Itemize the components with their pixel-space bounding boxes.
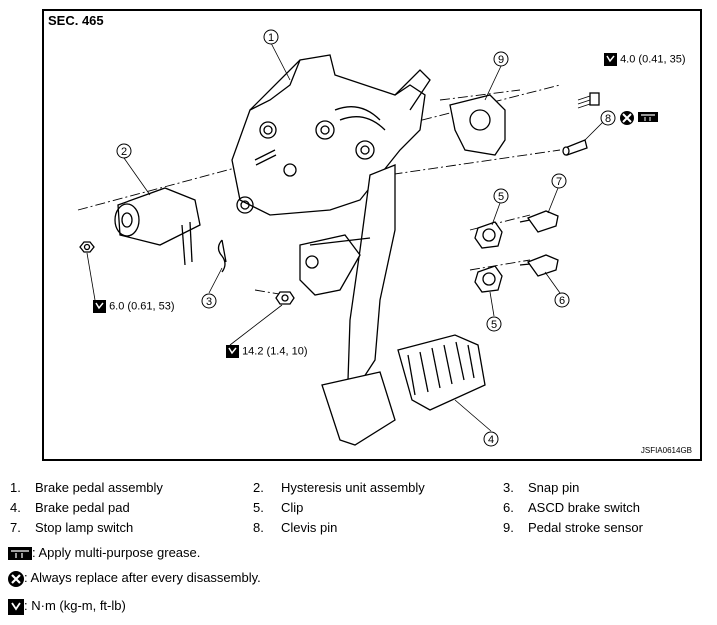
torque-wrench-icon — [226, 345, 239, 358]
torque-tag-hysteresis-nut: 6.0 (0.61, 53) — [93, 300, 175, 313]
clip-upper — [474, 221, 503, 249]
svg-text:3: 3 — [206, 296, 212, 308]
clip-lower — [474, 265, 503, 293]
ascd-brake-switch — [519, 254, 559, 277]
callout-8: 8 — [600, 110, 616, 126]
svg-text:8: 8 — [605, 113, 611, 125]
svg-text:5: 5 — [498, 191, 504, 203]
svg-text:9: 9 — [498, 54, 504, 66]
callout-9: 9 — [493, 51, 509, 67]
callout-3: 3 — [201, 293, 217, 309]
grease-icon — [8, 547, 32, 561]
note-torque: : N·m (kg-m, ft-lb) — [8, 598, 126, 615]
stop-lamp-switch — [519, 210, 559, 233]
sensor-bolt — [577, 92, 600, 109]
callout-2: 2 — [116, 143, 132, 159]
svg-text:4: 4 — [488, 434, 494, 446]
section-label: SEC. 465 — [48, 13, 104, 28]
grease-icon — [638, 112, 658, 122]
callout-6: 6 — [554, 292, 570, 308]
hysteresis-nut — [79, 241, 95, 253]
replace-icon — [620, 111, 634, 125]
torque-value-pedal-nut: 14.2 (1.4, 10) — [242, 345, 308, 358]
note-replace: : Always replace after every disassembly… — [8, 570, 261, 587]
torque-value-sensor-bolt: 4.0 (0.41, 35) — [620, 53, 686, 66]
callout-7: 7 — [551, 173, 567, 189]
callout-leaders — [86, 42, 608, 432]
note-grease: : Apply multi-purpose grease. — [8, 545, 200, 561]
pedal-stroke-sensor — [449, 94, 506, 156]
svg-text:1: 1 — [268, 32, 274, 44]
brake-pedal-pad — [397, 334, 486, 411]
replace-icon — [8, 570, 24, 587]
callout-5-lower: 5 — [486, 316, 502, 332]
svg-text:2: 2 — [121, 146, 127, 158]
torque-wrench-icon — [93, 300, 106, 313]
svg-text:7: 7 — [556, 176, 562, 188]
callout-4: 4 — [483, 431, 499, 447]
torque-wrench-icon — [604, 53, 617, 66]
hysteresis-unit — [114, 187, 201, 266]
torque-tag-sensor-bolt: 4.0 (0.41, 35) — [604, 53, 686, 66]
diagram-frame: SEC. 465 JSFIA0614GB — [42, 9, 702, 461]
torque-tag-pedal-nut: 14.2 (1.4, 10) — [226, 345, 308, 358]
brake-pedal-assembly — [231, 54, 431, 381]
pedal-end — [321, 371, 396, 446]
pedal-nut — [275, 291, 295, 305]
clevis-pin — [562, 139, 588, 156]
svg-text:5: 5 — [491, 319, 497, 331]
torque-value-hysteresis-nut: 6.0 (0.61, 53) — [109, 300, 175, 313]
svg-text:6: 6 — [559, 295, 565, 307]
callout-5-upper: 5 — [493, 188, 509, 204]
figure-code: JSFIA0614GB — [640, 446, 692, 455]
exploded-view-drawing: 1 2 3 4 5 5 6 7 8 9 — [77, 29, 658, 447]
torque-wrench-icon — [8, 598, 24, 615]
snap-pin — [217, 239, 227, 273]
callout-1: 1 — [263, 29, 279, 45]
